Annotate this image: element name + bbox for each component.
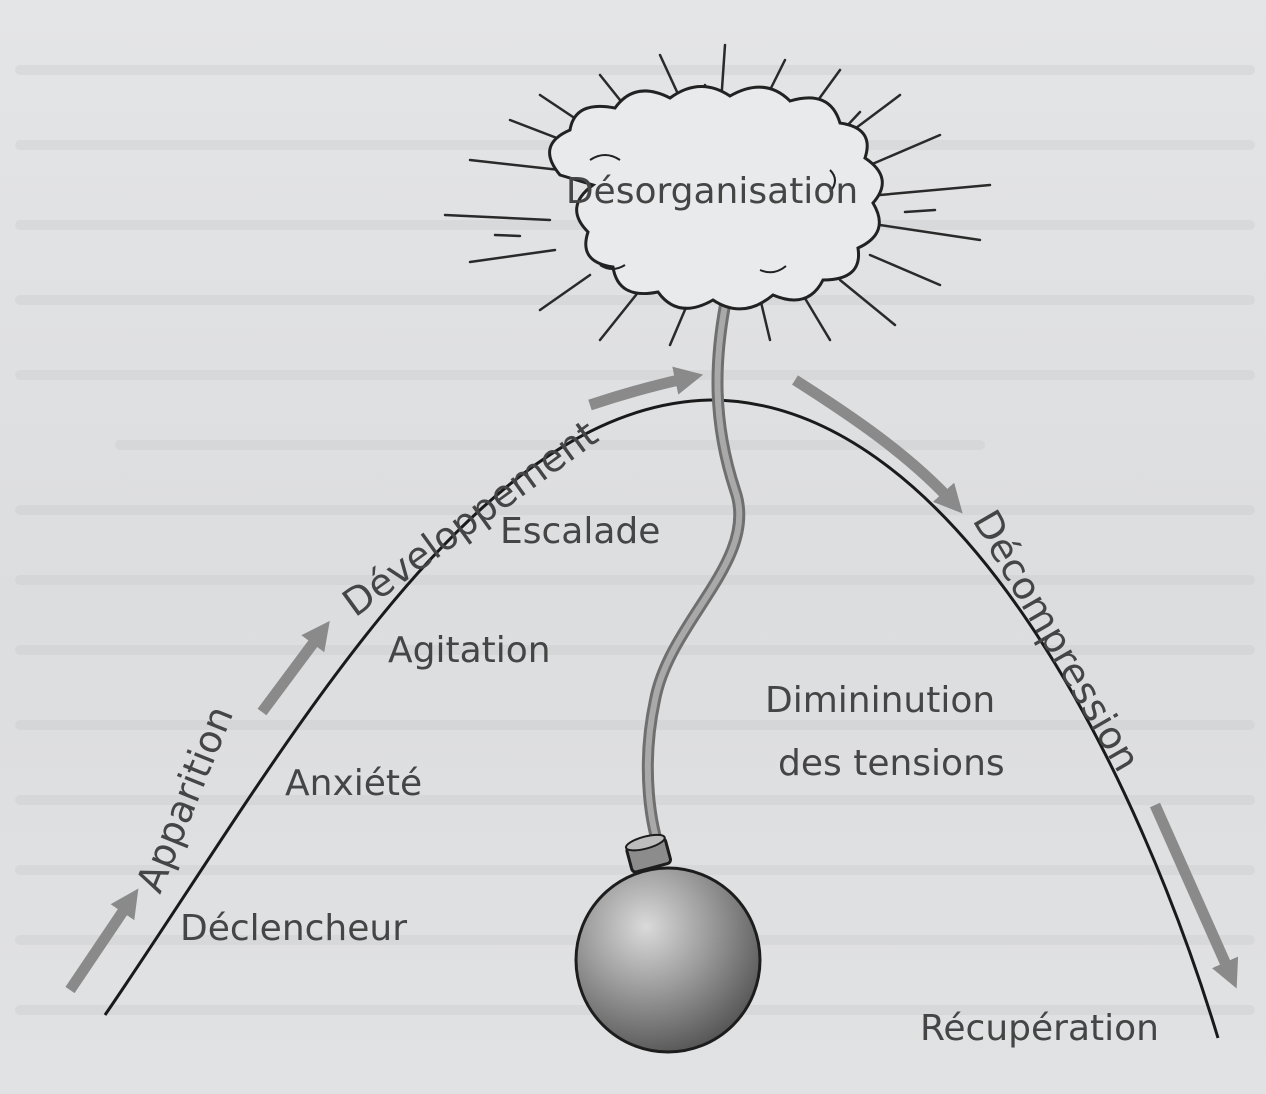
climax-label: Désorganisation [566, 171, 858, 212]
stage-label-diminution-line1: Dimininution [765, 680, 995, 721]
stage-label-diminution-line2: des tensions [778, 743, 1005, 784]
crisis-curve [103, 398, 1220, 1039]
explosion-icon [443, 43, 992, 347]
arrow-icon [792, 375, 963, 514]
stage-label-declencheur: Déclencheur [180, 908, 407, 949]
bomb-icon [574, 833, 762, 1054]
stage-label-escalade: Escalade [500, 511, 660, 552]
phase-label-decompression: Décompression [964, 503, 1149, 779]
arrow-icon [1149, 802, 1239, 989]
stage-label-anxiete: Anxiété [285, 763, 422, 804]
arrow-icon [257, 620, 330, 716]
stage-label-recuperation: Récupération [920, 1008, 1159, 1049]
arrow-icon-group [65, 366, 1239, 994]
stage-label-agitation: Agitation [388, 630, 551, 671]
arrow-icon [65, 888, 139, 994]
arrow-icon [588, 366, 704, 411]
